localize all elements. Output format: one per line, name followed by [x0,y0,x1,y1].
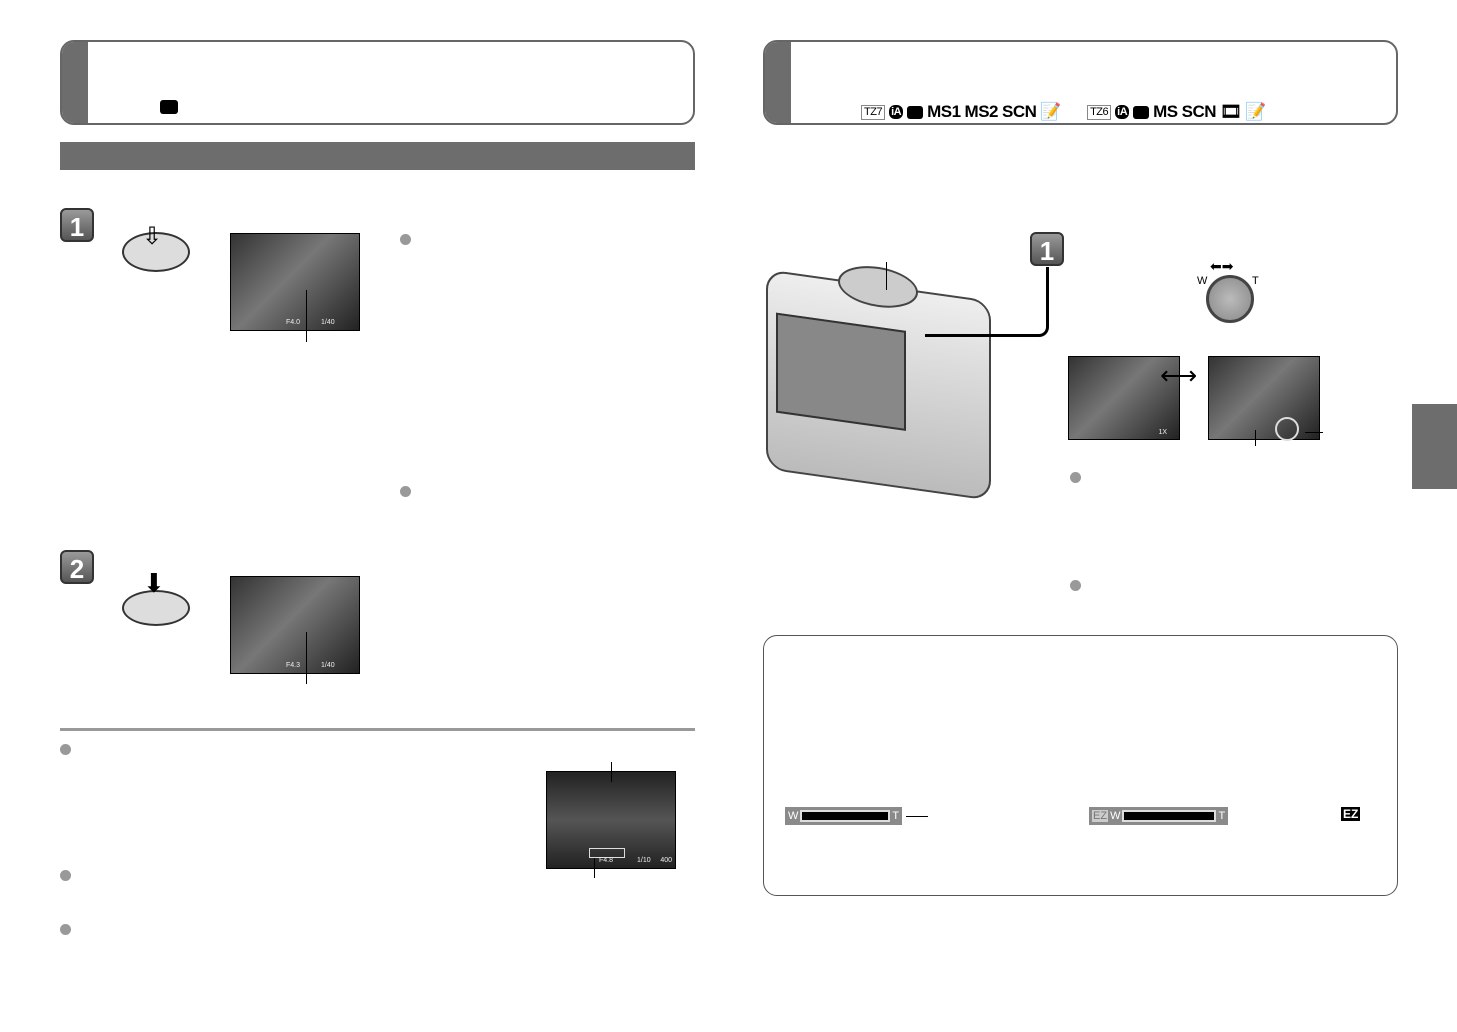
ez-indicator [1275,417,1299,441]
bullet [400,234,411,245]
bullet [60,924,71,935]
shutter-half-press-icon [122,232,190,272]
zoom-bar-optical: W T [785,807,903,825]
bullet [60,870,71,881]
callout-line [886,262,887,290]
shutter-speed: 1/10 [637,857,651,864]
iso: 400 [660,857,672,864]
step-1: 1 [60,208,94,242]
camera-icon [907,105,924,119]
callout-line [306,632,307,684]
aperture: F4.0 [286,319,301,326]
zoom-t: T [1218,810,1226,822]
header-tab [62,42,88,123]
zoom-w: W [788,810,799,822]
model-tz7: TZ7 [861,104,886,120]
tele-label: T [1252,275,1259,287]
camera-screen [776,312,906,431]
mode-icons: TZ7 iA MS1 MS2 SCN 📝 TZ6 iA MS SCN 🎞 📝 [861,102,1266,122]
bullet [1070,472,1081,483]
ms2-mode: MS2 [964,102,999,121]
zoom-t: T [892,810,900,822]
lcd-photo-3: F4.8 1/10 400 [546,771,676,869]
zoom-ratio: 1X [1158,429,1167,436]
shutter-speed: 1/40 [321,319,335,326]
side-tab [1412,404,1457,489]
aperture: F4.8 [599,857,614,864]
right-section-header: TZ7 iA MS1 MS2 SCN 📝 TZ6 iA MS SCN 🎞 📝 [763,40,1398,125]
ms1-mode: MS1 [927,102,961,121]
ia-mode-icon: iA [889,105,904,119]
divider [60,728,695,731]
model-tz6: TZ6 [1087,104,1112,120]
info-box [763,635,1398,896]
step-1-right: 1 [1030,232,1064,266]
bullet [60,744,71,755]
aperture: F4.3 [286,662,301,669]
scn-mode: SCN [1181,102,1217,121]
ez-label: EZ [1092,810,1109,822]
left-section-header [60,40,695,125]
film-icon: 🎞 [1220,102,1242,121]
scn-mode: SCN [1002,102,1037,121]
zoom-bar-fill [1122,810,1217,822]
callout-line [611,762,612,782]
header-tab [765,42,791,123]
zoom-w: W [1110,810,1121,822]
lcd-photo-2: F4.3 1/40 [230,576,360,674]
callout-line [594,858,595,878]
bullet [400,486,411,497]
callout-line [906,816,928,817]
double-arrow-icon: ⟷ [1160,360,1198,390]
zoom-bar-fill [800,810,891,822]
rotate-arrows-icon: ⬅➡ [1210,258,1234,274]
section-band [60,142,695,170]
ms-mode: MS [1153,102,1178,121]
connector-line [925,267,1049,337]
bullet [1070,580,1081,591]
zoom-lever [1206,275,1254,323]
arrow-down-icon: ⬇ [143,568,165,598]
arrow-down-icon: ⇩ [142,223,163,250]
callout-line [1305,432,1323,433]
lcd-photo-1: F4.0 1/40 [230,233,360,331]
step-2: 2 [60,550,94,584]
wide-label: W [1197,275,1208,287]
lcd-wide: 1X [1068,356,1180,440]
camera-icon [1133,105,1150,119]
af-area [589,848,625,858]
clipboard-icon: 📝 [1040,102,1062,121]
clipboard-icon: 📝 [1245,102,1266,121]
lcd-tele [1208,356,1320,441]
callout-line [1255,430,1256,446]
camera-lens [838,261,918,313]
ia-mode-icon: iA [1115,105,1130,119]
shutter-full-press-icon [122,590,190,626]
camera-icon [160,100,178,114]
shutter-speed: 1/40 [321,662,335,669]
ez-icon: EZ [1341,807,1361,821]
zoom-bar-extended: EZ W T [1089,807,1229,825]
callout-line [306,290,307,342]
